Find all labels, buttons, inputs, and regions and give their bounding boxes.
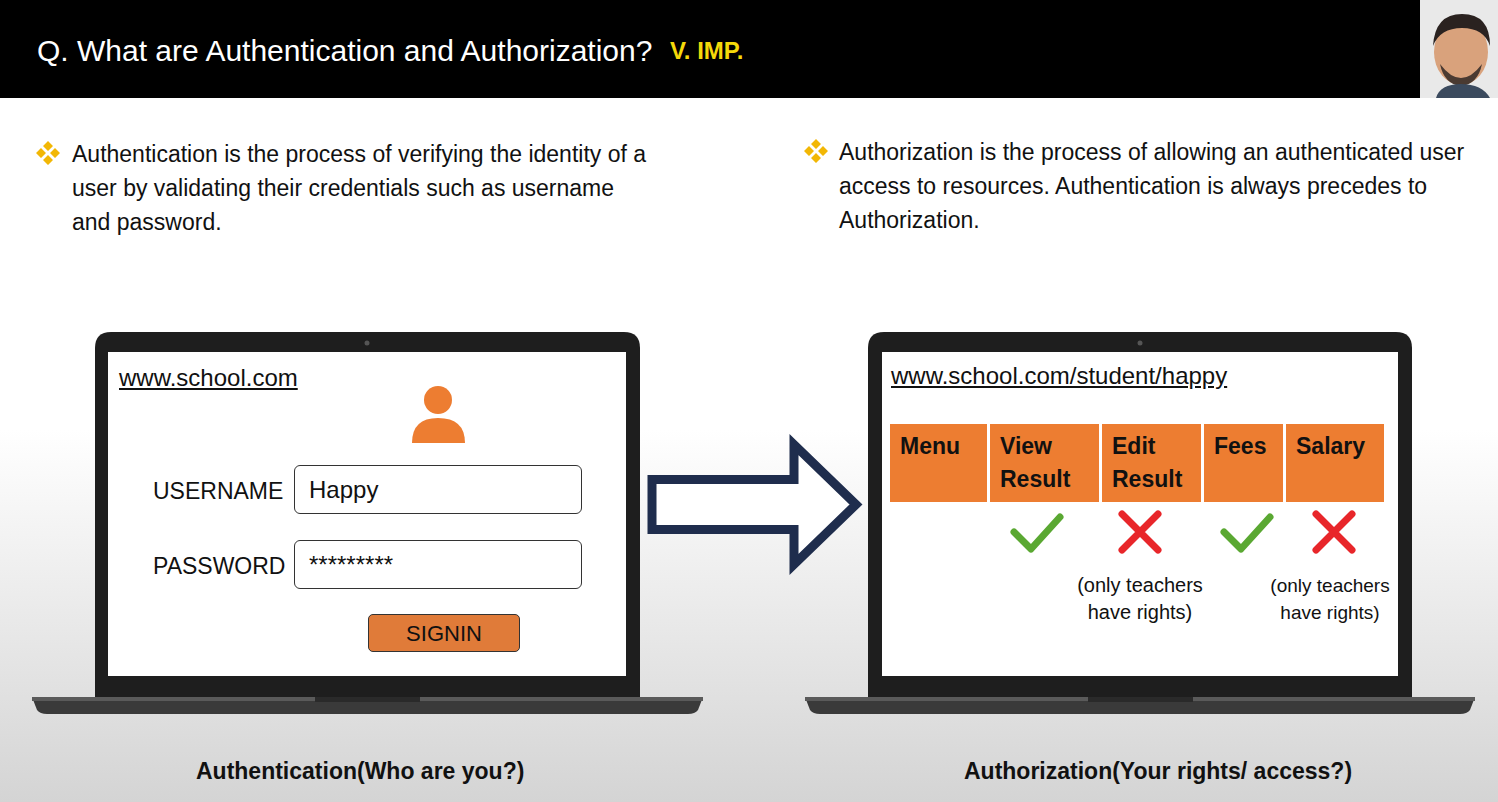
caption: Authorization(Your rights/ access?) (964, 756, 1352, 786)
menu-label: Menu (900, 430, 977, 463)
block-arrow (652, 445, 856, 565)
check-mark (1224, 517, 1270, 549)
student-screen: www.school.com/student/happyMenu View Res… (868, 332, 1412, 697)
base-edge (32, 697, 703, 701)
title-bar (0, 0, 1498, 98)
laptop-base (32, 697, 703, 714)
laptop-base (805, 697, 1475, 714)
bullet-right (804, 139, 828, 163)
menu-cell: Menu (890, 424, 987, 502)
note: (only teachers have rights) (1062, 572, 1218, 626)
field-value: Happy (309, 475, 378, 505)
beard (1440, 64, 1482, 86)
check-mark (1014, 517, 1060, 549)
url-text: www.school.com (119, 363, 298, 393)
base-edge (805, 697, 1475, 701)
field-label: USERNAME (153, 477, 283, 505)
cross-mark (1316, 514, 1352, 550)
screen (108, 352, 626, 676)
user-head (424, 386, 452, 414)
username-field: Happy (294, 465, 582, 514)
hair (1433, 14, 1490, 46)
menu-cell: View Result (990, 424, 1099, 502)
laptop-lid (868, 332, 1412, 697)
laptop-lid (95, 332, 640, 697)
button-label: SIGNIN (406, 621, 482, 647)
importance-tag: V. IMP. (670, 36, 743, 66)
note: (only teachers have rights) (1258, 572, 1402, 626)
laptop-right (805, 332, 1475, 714)
url-text: www.school.com/student/happy (891, 361, 1227, 391)
menu-cell: Edit Result (1102, 424, 1201, 502)
user-body (412, 418, 465, 443)
login-screen: www.school.comHappy ********* SIGNIN (95, 332, 640, 697)
menu-label: Salary (1296, 430, 1374, 463)
field-label: PASSWORD (153, 552, 285, 580)
menu-cell: Fees (1204, 424, 1283, 502)
menu-label: Fees (1214, 430, 1273, 463)
screen (882, 352, 1398, 676)
face-ground (1420, 0, 1498, 98)
caption: Authentication(Who are you?) (196, 756, 524, 786)
menu-label: View Result (1000, 430, 1089, 496)
user-icon (412, 386, 465, 443)
bullet-text: Authentication is the process of verifyi… (72, 137, 652, 239)
signin-button: SIGNIN (368, 614, 520, 652)
shirt (1436, 84, 1490, 98)
password-field: ********* (294, 540, 582, 589)
slide-title: Q. What are Authentication and Authoriza… (37, 33, 652, 69)
menu-cell: Salary (1286, 424, 1384, 502)
camera (365, 341, 370, 346)
bullet-text: Authorization is the process of allowing… (839, 135, 1484, 237)
presenter-face (1420, 0, 1498, 98)
cross-mark (1122, 514, 1158, 550)
base-notch (1088, 697, 1193, 702)
bullet-left (36, 141, 60, 165)
laptop-left (32, 332, 703, 714)
menu-label: Edit Result (1112, 430, 1191, 496)
cross-marks (1122, 514, 1352, 550)
base-notch (315, 697, 420, 702)
camera (1138, 341, 1143, 346)
field-value: ********* (309, 550, 393, 580)
